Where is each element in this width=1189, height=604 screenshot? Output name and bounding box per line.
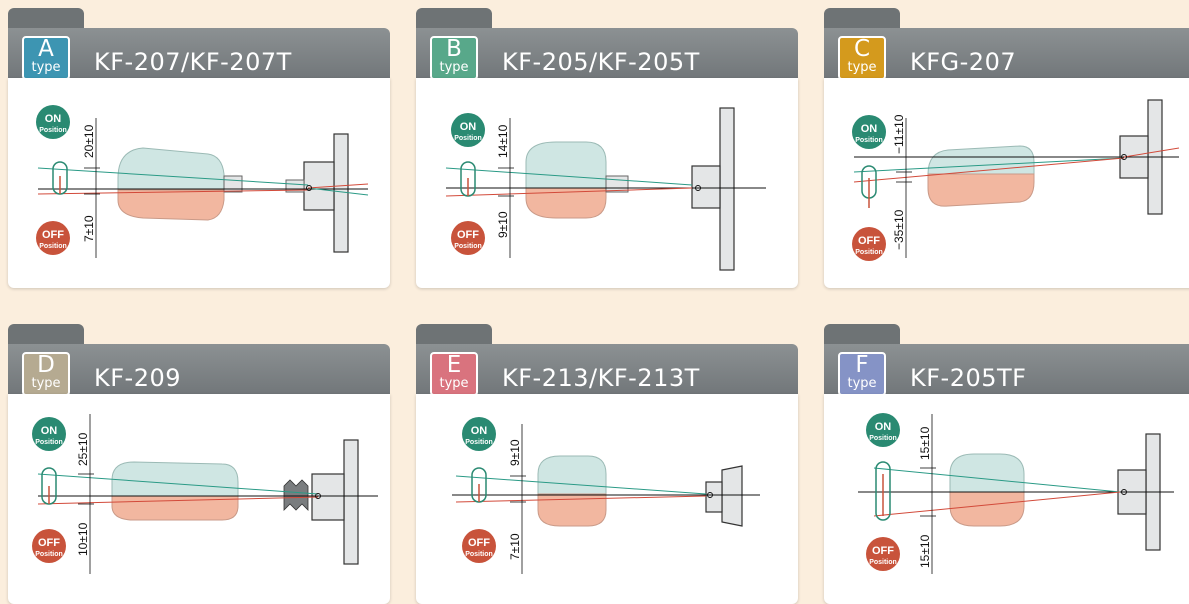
card-type-c: C type KFG-207 −11±10 −35±10 ON Position bbox=[824, 8, 1189, 288]
on-label: ON bbox=[460, 121, 477, 133]
type-badge: A type bbox=[22, 36, 70, 80]
off-label: OFF bbox=[468, 537, 490, 549]
on-position-label: Position bbox=[39, 127, 67, 134]
type-word: type bbox=[847, 60, 877, 75]
card-type-b: B type KF-205/KF-205T 14±10 9±10 ON Posi… bbox=[416, 8, 798, 288]
type-word: type bbox=[439, 376, 469, 391]
type-letter: B bbox=[446, 36, 462, 62]
dim-bottom-label: 7±10 bbox=[82, 215, 96, 242]
dim-top-label: 20±10 bbox=[82, 124, 96, 158]
dim-bottom-label: −35±10 bbox=[892, 209, 906, 250]
off-label: OFF bbox=[872, 545, 894, 557]
on-position-label: Position bbox=[454, 135, 482, 142]
type-letter: E bbox=[446, 352, 462, 378]
on-label: ON bbox=[861, 123, 878, 135]
on-position-marker: ON Position bbox=[32, 417, 66, 451]
type-letter: F bbox=[855, 352, 869, 378]
float-switch-diagram: −11±10 −35±10 ON Position OFF Position bbox=[852, 99, 1180, 261]
off-position-label: Position bbox=[855, 249, 883, 256]
on-position-marker: ON Position bbox=[451, 113, 485, 147]
off-position-marker: OFF Position bbox=[462, 529, 496, 563]
model-title: KF-213/KF-213T bbox=[502, 364, 700, 392]
card-type-f: F type KF-205TF 15±10 15±10 ON Position bbox=[824, 324, 1189, 604]
off-position-marker: OFF Position bbox=[32, 529, 66, 563]
float-switch-diagram: 15±10 15±10 ON Position OFF Position bbox=[858, 413, 1174, 574]
on-position-marker: ON Position bbox=[866, 413, 900, 447]
card-body: 9±10 7±10 ON Position OFF Position bbox=[416, 394, 798, 604]
type-word: type bbox=[847, 376, 877, 391]
off-position-label: Position bbox=[39, 243, 67, 250]
dim-top-label: −11±10 bbox=[892, 114, 906, 154]
model-title: KFG-207 bbox=[910, 48, 1017, 76]
dim-bottom-label: 9±10 bbox=[496, 211, 510, 238]
dim-top-label: 14±10 bbox=[496, 124, 510, 158]
off-position-marker: OFF Position bbox=[866, 537, 900, 571]
off-position-label: Position bbox=[35, 551, 63, 558]
off-label: OFF bbox=[858, 235, 880, 247]
type-word: type bbox=[31, 60, 61, 75]
float-switch-diagram: 25±10 10±10 ON Position OFF Position bbox=[32, 414, 378, 574]
model-title: KF-205/KF-205T bbox=[502, 48, 700, 76]
card-body: 15±10 15±10 ON Position OFF Position bbox=[824, 394, 1189, 604]
on-label: ON bbox=[45, 113, 62, 125]
dim-top-label: 25±10 bbox=[76, 432, 90, 466]
card-header bbox=[8, 28, 390, 78]
on-position-label: Position bbox=[855, 137, 883, 144]
off-label: OFF bbox=[457, 229, 479, 241]
card-body: 14±10 9±10 ON Position OFF Position bbox=[416, 78, 798, 288]
on-position-marker: ON Position bbox=[36, 105, 70, 139]
type-word: type bbox=[31, 376, 61, 391]
type-badge: C type bbox=[838, 36, 886, 80]
card-header bbox=[416, 28, 798, 78]
off-label: OFF bbox=[42, 229, 64, 241]
dim-bottom-label: 7±10 bbox=[508, 533, 522, 560]
float-switch-diagram: 20±10 7±10 ON Position OFF Position bbox=[36, 105, 369, 258]
on-position-label: Position bbox=[465, 439, 493, 446]
card-body: 25±10 10±10 ON Position OFF Position bbox=[8, 394, 390, 604]
card-type-e: E type KF-213/KF-213T 9±10 7±10 ON Posit… bbox=[416, 324, 798, 604]
off-position-marker: OFF Position bbox=[451, 221, 485, 255]
model-title: KF-205TF bbox=[910, 364, 1027, 392]
off-position-marker: OFF Position bbox=[852, 227, 886, 261]
on-position-marker: ON Position bbox=[462, 417, 496, 451]
card-type-d: D type KF-209 25±10 10±10 ON Position bbox=[8, 324, 390, 604]
on-position-marker: ON Position bbox=[852, 115, 886, 149]
on-label: ON bbox=[41, 425, 58, 437]
card-type-a: A type KF-207/KF-207T 2 bbox=[8, 8, 390, 288]
off-position-label: Position bbox=[454, 243, 482, 250]
off-label: OFF bbox=[38, 537, 60, 549]
type-letter: C bbox=[853, 36, 871, 62]
off-position-label: Position bbox=[869, 559, 897, 566]
type-badge: F type bbox=[838, 352, 886, 396]
card-body: −11±10 −35±10 ON Position OFF Position bbox=[824, 78, 1189, 288]
off-position-marker: OFF Position bbox=[36, 221, 70, 255]
float-switch-diagram: 14±10 9±10 ON Position OFF Position bbox=[445, 107, 766, 271]
float-switch-diagram: 9±10 7±10 ON Position OFF Position bbox=[452, 417, 760, 574]
dim-bottom-label: 15±10 bbox=[918, 534, 932, 568]
dim-bottom-label: 10±10 bbox=[76, 522, 90, 556]
model-title: KF-209 bbox=[94, 364, 182, 392]
dim-top-label: 9±10 bbox=[508, 439, 522, 466]
on-position-label: Position bbox=[869, 435, 897, 442]
type-word: type bbox=[439, 60, 469, 75]
type-badge: E type bbox=[430, 352, 478, 396]
card-header bbox=[416, 344, 798, 394]
type-letter: A bbox=[38, 36, 54, 62]
card-body: 20±10 7±10 ON Position OFF Position bbox=[8, 78, 390, 288]
type-badge: D type bbox=[22, 352, 70, 396]
type-badge: B type bbox=[430, 36, 478, 80]
off-position-label: Position bbox=[465, 551, 493, 558]
type-letter: D bbox=[37, 352, 55, 378]
model-title: KF-207/KF-207T bbox=[94, 48, 292, 76]
card-header bbox=[8, 344, 390, 394]
on-label: ON bbox=[875, 421, 892, 433]
on-position-label: Position bbox=[35, 439, 63, 446]
on-label: ON bbox=[471, 425, 488, 437]
dim-top-label: 15±10 bbox=[918, 426, 932, 460]
